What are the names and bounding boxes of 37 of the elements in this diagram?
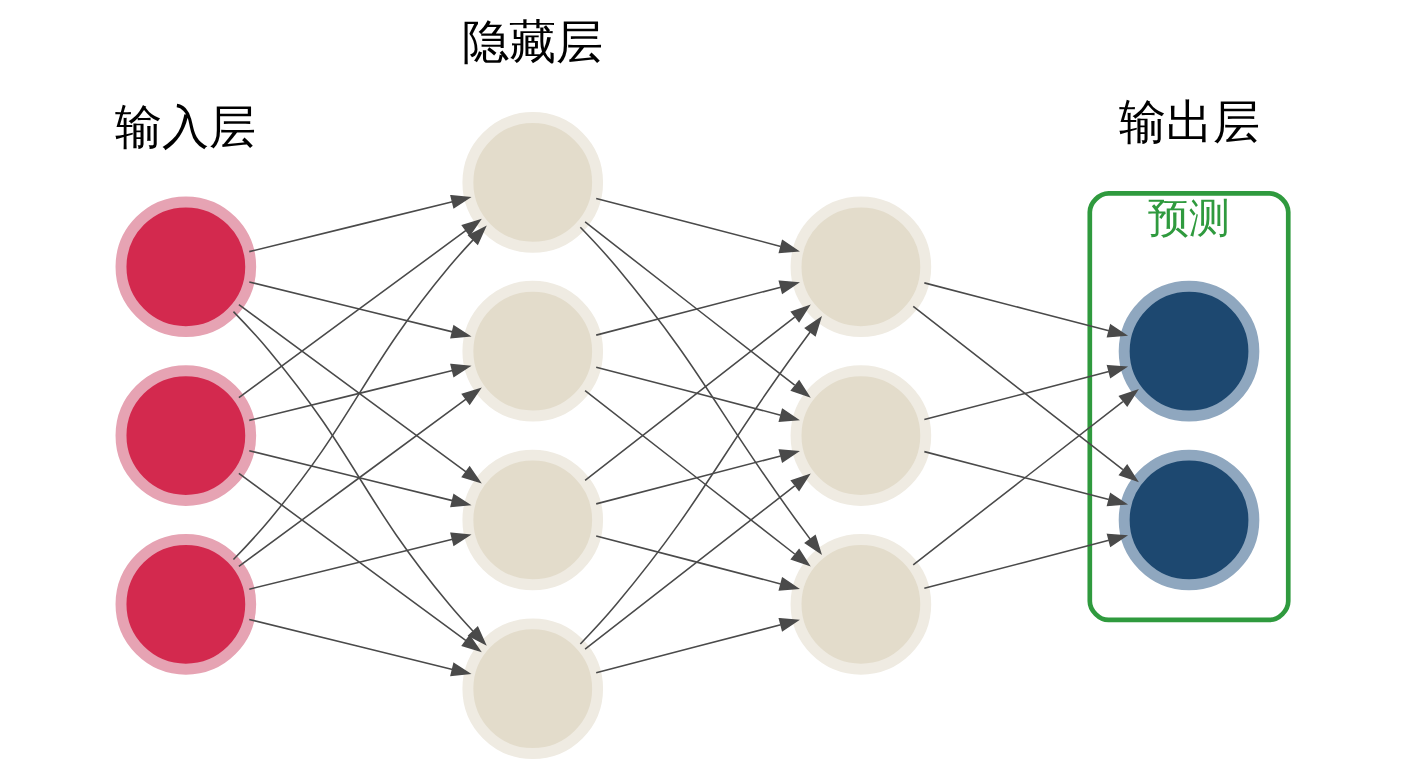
arrow — [595, 449, 800, 505]
label: 输入层 — [115, 98, 257, 154]
arrow — [232, 225, 487, 561]
arrow — [584, 221, 811, 398]
arrow — [248, 618, 472, 677]
node-circle — [115, 196, 257, 338]
arrow — [248, 195, 472, 253]
label: 输出层 — [1118, 93, 1260, 149]
arrow — [923, 364, 1129, 421]
arrow — [238, 218, 482, 399]
arrow — [923, 450, 1129, 507]
node-circle — [115, 365, 257, 506]
label: 隐藏层 — [462, 14, 604, 70]
arrow — [584, 389, 811, 567]
arrow — [248, 449, 472, 508]
node-circle — [115, 534, 257, 675]
arrow — [923, 533, 1129, 590]
arrow — [595, 197, 800, 254]
arrow — [248, 363, 472, 422]
arrow — [584, 473, 811, 650]
arrow — [232, 310, 487, 646]
arrow — [248, 532, 472, 590]
cluster: 预测 — [1087, 191, 1291, 623]
arrow — [595, 617, 800, 674]
arrow — [923, 282, 1129, 338]
arrow — [595, 280, 800, 336]
arrow — [238, 303, 482, 484]
arrow — [238, 472, 482, 653]
arrow — [912, 389, 1139, 566]
arrow — [579, 226, 823, 556]
arrow — [912, 305, 1139, 483]
arrow — [584, 304, 811, 482]
arrow — [595, 366, 800, 422]
arrow — [238, 387, 482, 568]
arrow — [248, 281, 472, 339]
arrow — [579, 316, 823, 645]
arrow — [595, 535, 800, 591]
